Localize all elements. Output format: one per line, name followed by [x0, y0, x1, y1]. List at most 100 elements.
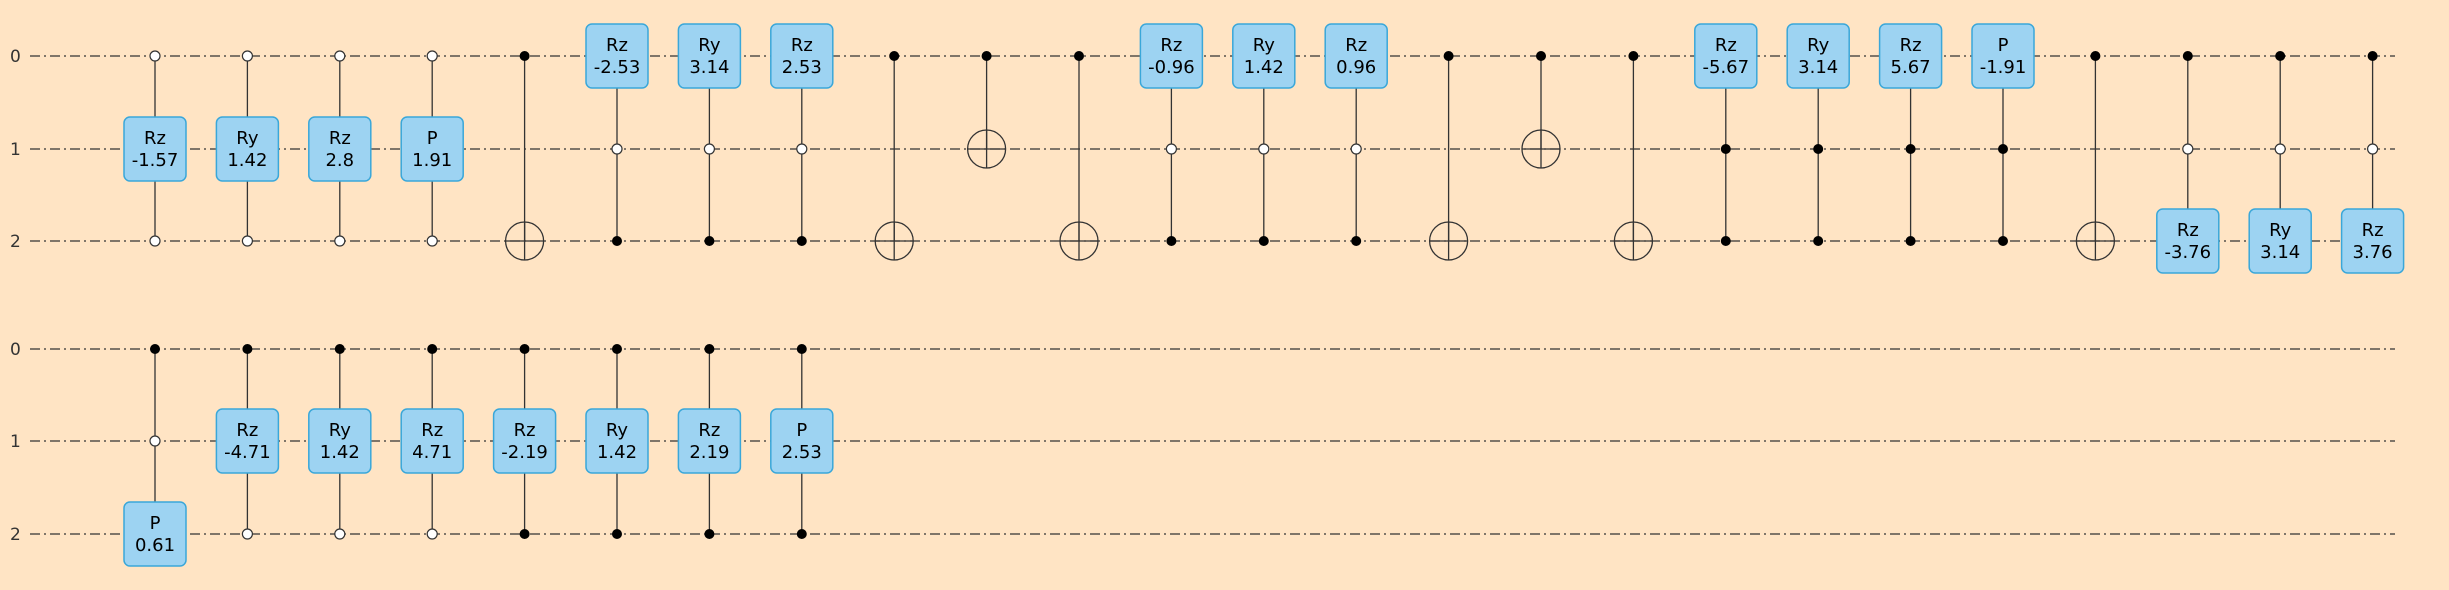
gate-box-shape [1786, 23, 1850, 89]
control-dot [796, 236, 807, 246]
gate-box: P2.53 [770, 408, 834, 474]
gate-name: Rz [236, 420, 258, 441]
control-dot [1998, 236, 2008, 246]
qubit-label: 2 [10, 232, 21, 252]
gate-column: Rz5.67 [1878, 23, 1943, 246]
gate-box: Ry1.42 [308, 408, 372, 474]
gate-box: Rz2.8 [308, 116, 372, 182]
gate-name: Rz [1160, 35, 1182, 56]
cnot-target-icon [504, 221, 545, 261]
gate-box-shape [400, 116, 464, 182]
control-dot [1813, 236, 1824, 246]
gate-column: Ry1.42 [308, 344, 372, 540]
control-dot [334, 344, 345, 354]
control-dot [612, 529, 622, 539]
gate-parameter: 2.53 [782, 442, 822, 463]
gate-name: P [427, 128, 438, 149]
gate-column: P-1.91 [1971, 23, 2035, 246]
gate-name: Rz [144, 128, 166, 149]
control-dot [1998, 144, 2008, 154]
open-control-dot [2367, 143, 2379, 155]
cnot-target-icon [1428, 221, 1469, 261]
control-dot [612, 344, 622, 354]
gate-column: Rz4.71 [400, 344, 464, 540]
control-dot [889, 51, 900, 61]
control-dot [1258, 236, 1269, 246]
open-control-dot [149, 435, 161, 447]
gate-box: Ry1.42 [585, 408, 649, 474]
open-control-dot [241, 528, 253, 540]
control-dot [1813, 144, 1824, 154]
gate-name: Rz [791, 35, 813, 56]
gate-column: Rz-2.19 [492, 344, 557, 539]
gate-parameter: 1.42 [597, 442, 637, 463]
cnot-target-icon [874, 221, 914, 261]
gate-name: Rz [2362, 220, 2384, 241]
gate-box: P-1.91 [1971, 23, 2035, 89]
qubit-label: 2 [10, 525, 21, 545]
gate-column: Rz-1.57 [123, 50, 187, 247]
gate-column [966, 51, 1007, 169]
gate-name: Rz [1715, 35, 1737, 56]
gate-box-shape [1878, 23, 1943, 89]
gate-box: Rz-5.67 [1694, 23, 1758, 89]
qubit-label: 1 [10, 140, 21, 160]
gate-name: Rz [421, 420, 443, 441]
gate-column: Rz-5.67 [1694, 23, 1758, 246]
gate-parameter: -5.67 [1703, 57, 1750, 78]
control-dot [1905, 236, 1916, 246]
gate-name: Ry [1807, 35, 1830, 56]
gate-box-shape [1324, 23, 1388, 89]
gate-box-shape [308, 408, 372, 474]
control-dot [1720, 144, 1731, 154]
gate-column: Rz2.19 [677, 344, 742, 539]
gate-column: Rz2.53 [770, 23, 834, 246]
control-dot [150, 344, 160, 354]
gate-box: Rz0.96 [1324, 23, 1388, 89]
gate-box: P1.91 [400, 116, 464, 182]
gate-name: P [1998, 35, 2009, 56]
open-control-dot [334, 235, 346, 247]
gate-parameter: 5.67 [1891, 57, 1931, 78]
gate-box-shape [400, 408, 464, 474]
control-dot [519, 51, 530, 61]
gate-parameter: -2.19 [501, 442, 548, 463]
gate-name: Rz [329, 128, 351, 149]
gate-parameter: 3.76 [2353, 242, 2393, 263]
gate-column [504, 51, 545, 261]
gate-name: Ry [2269, 220, 2292, 241]
gate-parameter: 1.42 [1244, 57, 1284, 78]
gate-box-shape [677, 23, 742, 89]
gate-parameter: -3.76 [2165, 242, 2212, 263]
gate-box: Ry3.14 [677, 23, 742, 89]
qubit-label: 0 [10, 47, 21, 67]
gate-box-shape [123, 116, 187, 182]
gate-name: Rz [606, 35, 628, 56]
gate-box-shape [1139, 23, 1204, 89]
open-control-dot [703, 143, 716, 155]
open-control-dot [796, 143, 808, 155]
circuit-row-2: 012P0.61Rz-4.71Ry1.42Rz4.71Rz-2.19Ry1.42… [10, 340, 2395, 567]
gate-box-shape [585, 408, 649, 474]
control-dot [1443, 51, 1454, 61]
gate-box-shape [2248, 208, 2312, 274]
gate-box: Rz-4.71 [215, 408, 280, 474]
gate-column: Ry1.42 [215, 50, 280, 247]
gate-parameter: 4.71 [412, 442, 452, 463]
gate-parameter: -4.71 [224, 442, 271, 463]
gate-box-shape [770, 23, 834, 89]
open-control-dot [426, 235, 438, 247]
gate-column: Ry3.14 [2248, 51, 2312, 274]
gate-name: Ry [1253, 35, 1276, 56]
gate-parameter: 1.42 [227, 150, 267, 171]
gate-column [2075, 51, 2116, 261]
gate-column: P1.91 [400, 50, 464, 247]
open-control-dot [241, 50, 253, 62]
control-dot [242, 344, 253, 354]
gate-box-shape [585, 23, 649, 89]
gate-box: Rz2.19 [677, 408, 742, 474]
gate-box-shape [1971, 23, 2035, 89]
gate-box: Rz2.53 [770, 23, 834, 89]
gate-column [1613, 51, 1654, 261]
